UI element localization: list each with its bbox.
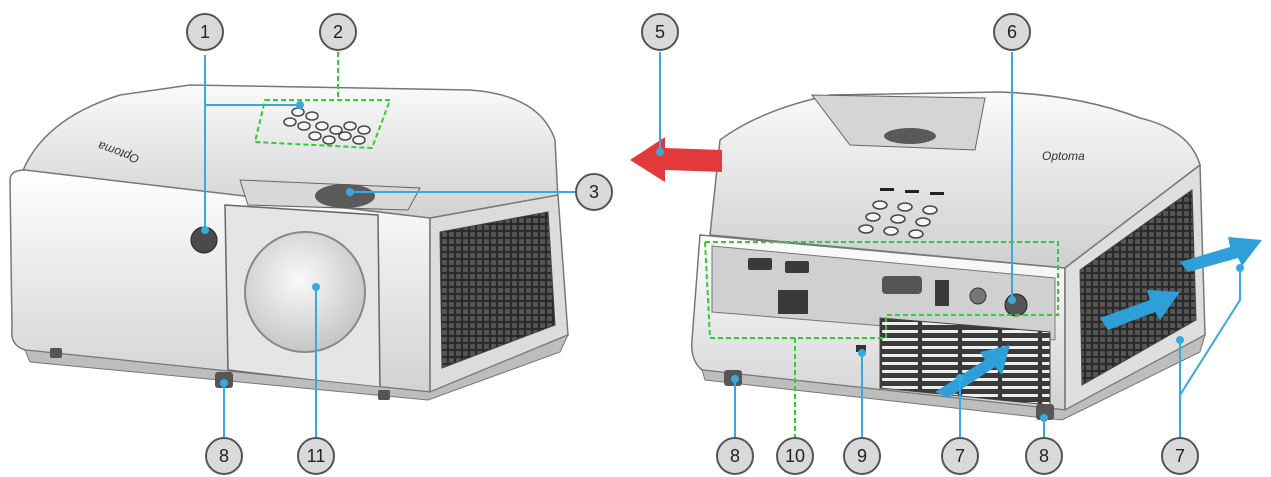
callouts: 1 2 3 5 6 8 11 8 bbox=[186, 13, 1199, 475]
rear-top-shell bbox=[709, 91, 1201, 269]
callout-2-label: 2 bbox=[333, 22, 343, 42]
callout-5: 5 bbox=[641, 13, 679, 51]
usb-port bbox=[935, 280, 949, 306]
projector-rear-view: Optoma bbox=[690, 91, 1206, 421]
lens bbox=[244, 231, 366, 353]
keypad-rear bbox=[858, 188, 944, 239]
callout-6: 6 bbox=[993, 13, 1031, 51]
callout-5-label: 5 bbox=[655, 22, 665, 42]
front-side-vent bbox=[439, 211, 556, 369]
exhaust-arrow-icon bbox=[630, 137, 722, 182]
power-socket bbox=[1004, 293, 1028, 317]
callout-10: 10 bbox=[776, 437, 814, 475]
focus-ring bbox=[315, 184, 375, 208]
rear-side-vent bbox=[1079, 189, 1197, 386]
callout-7-rear: 7 bbox=[941, 437, 979, 475]
callout-9: 9 bbox=[843, 437, 881, 475]
brand-logo-rear: Optoma bbox=[1042, 149, 1085, 163]
callout-10-label: 10 bbox=[785, 446, 805, 466]
keypad-front bbox=[283, 107, 371, 145]
rear-right-foot bbox=[1036, 404, 1054, 420]
front-bottom-edge bbox=[24, 334, 570, 401]
intake-arrow-icon-2 bbox=[1100, 290, 1180, 330]
callout-8-rear-right-label: 8 bbox=[1039, 446, 1049, 466]
hdmi-port-1 bbox=[748, 258, 772, 270]
rj45-port bbox=[778, 290, 808, 314]
callout-8-front-label: 8 bbox=[219, 446, 229, 466]
callout-8-front: 8 bbox=[205, 437, 243, 475]
audio-out-port bbox=[969, 287, 987, 305]
intake-arrow-icon-1 bbox=[935, 345, 1010, 398]
rear-top-window bbox=[810, 94, 986, 151]
callout-1-label: 1 bbox=[200, 22, 210, 42]
callout-8-rear-right: 8 bbox=[1025, 437, 1063, 475]
rear-focus-ring bbox=[884, 128, 936, 144]
intake-arrow-icon-3 bbox=[1180, 237, 1262, 272]
rear-foot-right bbox=[378, 390, 390, 400]
rear-bottom-edge bbox=[701, 333, 1206, 421]
vga-port bbox=[882, 276, 922, 294]
callout-3-label: 3 bbox=[589, 182, 599, 202]
kensington-lock-slot bbox=[856, 345, 866, 352]
callout-7-rear-label: 7 bbox=[955, 446, 965, 466]
leader-lines bbox=[201, 52, 1244, 440]
airflow-arrows bbox=[630, 137, 1262, 398]
callout-8-rear-left: 8 bbox=[716, 437, 754, 475]
callout-8-rear-left-label: 8 bbox=[730, 446, 740, 466]
projector-front-view: Optoma bbox=[9, 84, 570, 401]
callout-3: 3 bbox=[575, 173, 613, 211]
callout-2: 2 bbox=[319, 13, 357, 51]
callout-11: 11 bbox=[297, 437, 335, 475]
callout-6-label: 6 bbox=[1007, 22, 1017, 42]
rear-foot bbox=[50, 348, 62, 358]
callout-1: 1 bbox=[186, 13, 224, 51]
callout-11-label: 11 bbox=[307, 446, 326, 466]
callout-7-side: 7 bbox=[1161, 437, 1199, 475]
callout-9-label: 9 bbox=[857, 446, 867, 466]
callout-7-side-label: 7 bbox=[1175, 446, 1185, 466]
hdmi-port-2 bbox=[785, 261, 809, 273]
